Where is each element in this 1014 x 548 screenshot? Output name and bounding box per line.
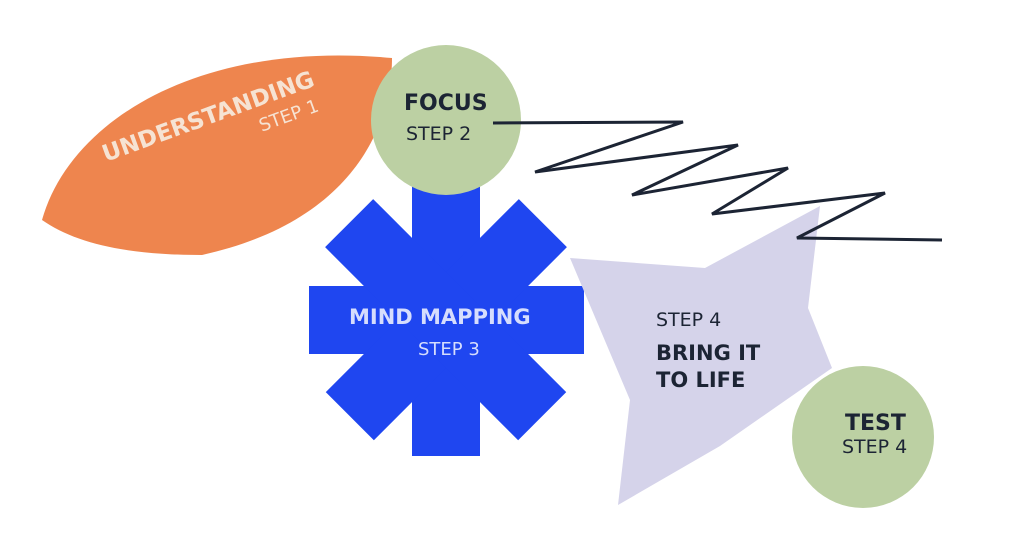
test-circle-shape (792, 366, 934, 508)
bring-to-life-step: STEP 4 (656, 309, 722, 331)
mind-mapping-asterisk-shape (309, 183, 584, 456)
bring-to-life-star-shape (570, 206, 832, 505)
bring-to-life-title-line1: BRING IT (656, 341, 761, 365)
mind-mapping-title: MIND MAPPING (349, 305, 531, 329)
test-step: STEP 4 (842, 436, 908, 458)
mind-mapping-step: STEP 3 (418, 339, 480, 360)
bring-to-life-title-line2: TO LIFE (656, 368, 746, 392)
focus-circle-shape (371, 45, 521, 195)
focus-title: FOCUS (404, 91, 488, 116)
zigzag-connector (492, 120, 943, 242)
focus-step: STEP 2 (406, 123, 472, 145)
test-title: TEST (845, 411, 906, 436)
understanding-leaf-shape (42, 55, 392, 255)
